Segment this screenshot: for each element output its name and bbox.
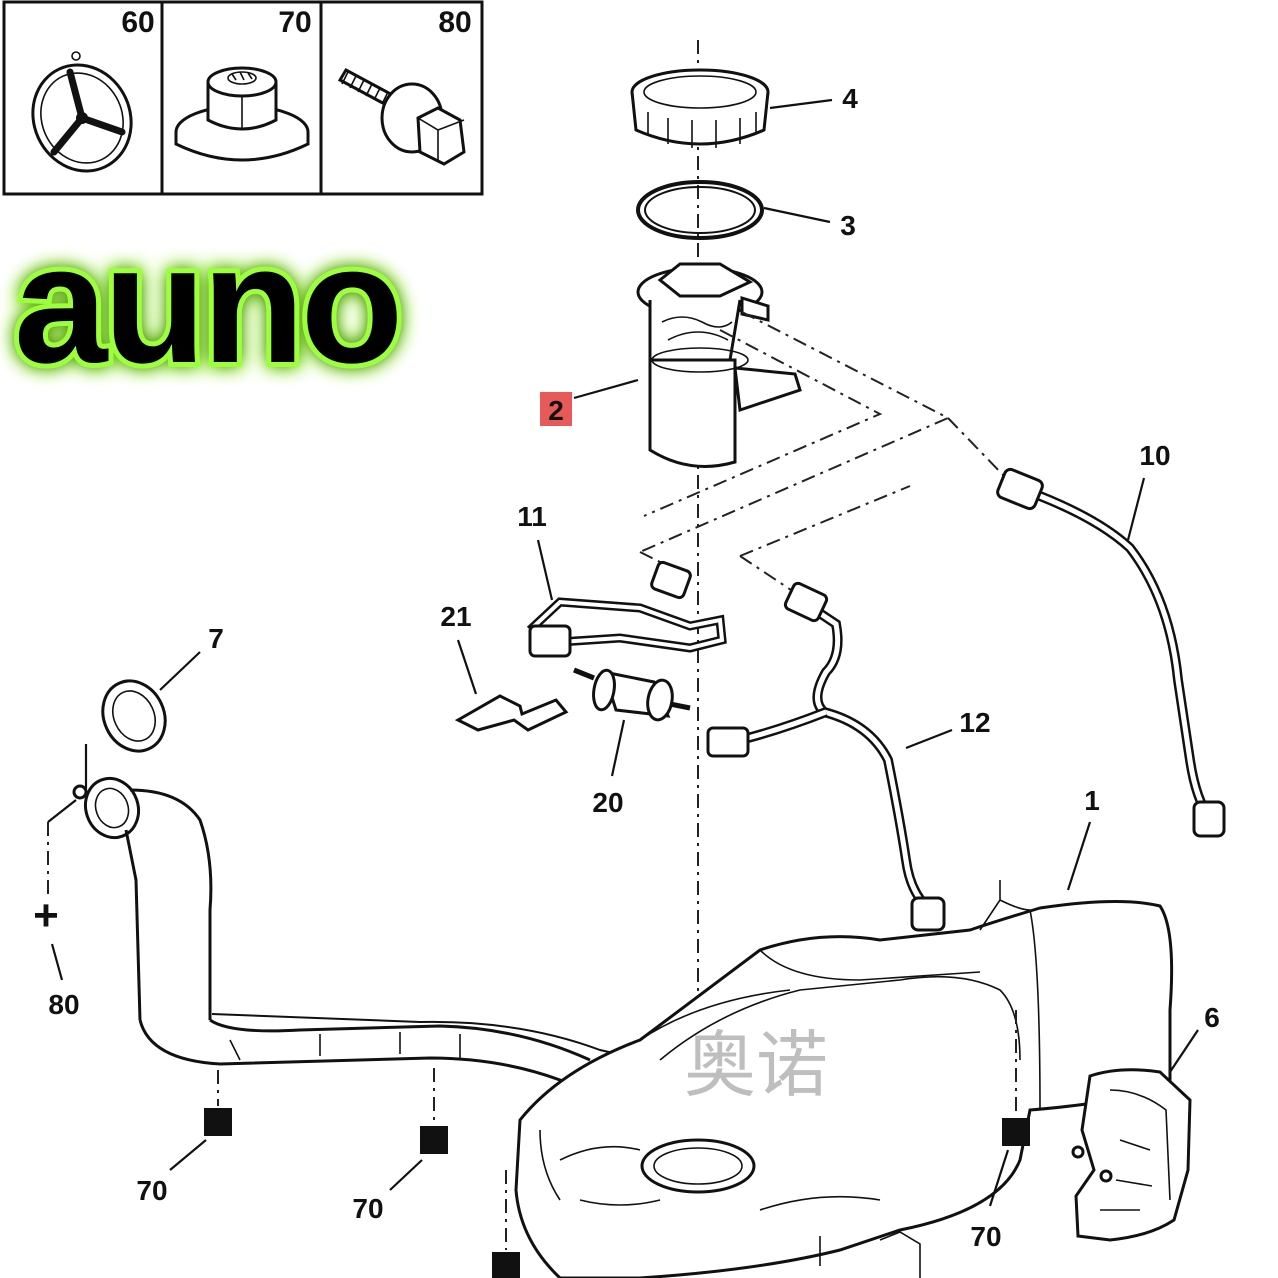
callout-21: 21 (440, 601, 471, 632)
legend-number-60: 60 (121, 6, 154, 39)
flange-nut-icon (174, 66, 310, 162)
callout-70-middle: 70 (352, 1193, 383, 1224)
callout-plus: + (33, 891, 59, 940)
callout-7: 7 (208, 623, 224, 654)
hose-12-part (706, 581, 946, 932)
seal-ring-part (636, 180, 764, 240)
callout-3: 3 (840, 210, 856, 241)
part-highlight-2 (540, 392, 572, 426)
heat-shield-6-part (1071, 1068, 1192, 1242)
watermark-text: 奥诺 (684, 1023, 828, 1107)
callout-1: 1 (1084, 785, 1100, 816)
hose-10-part (996, 467, 1226, 838)
fuel-line-11-part (526, 560, 727, 658)
callout-12: 12 (959, 707, 990, 738)
callout-70-left: 70 (136, 1175, 167, 1206)
bolt-icon (337, 68, 466, 166)
legend-number-70: 70 (278, 6, 311, 39)
callout-10: 10 (1139, 440, 1170, 471)
clip-fastener-icon (31, 51, 133, 173)
callout-6: 6 (1204, 1002, 1220, 1033)
legend-boxes: 60 70 80 (2, 0, 484, 196)
filler-seal-7-part (101, 679, 167, 753)
callout-20: 20 (592, 787, 623, 818)
fuel-pump-module-part (636, 262, 802, 468)
callout-11: 11 (517, 501, 547, 532)
lock-ring-part (630, 68, 770, 148)
callout-2: 2 (548, 395, 564, 426)
bracket-21-part (454, 694, 569, 732)
legend-number-80: 80 (438, 6, 471, 39)
fuel-filter-20-part (573, 667, 691, 722)
fuel-tank-1-part (514, 880, 1174, 1278)
callout-4: 4 (842, 83, 858, 114)
fastener-markers (169, 1010, 1030, 1278)
brand-logo-text: auno (14, 210, 399, 398)
callout-70-right: 70 (970, 1221, 1001, 1252)
callout-80: 80 (48, 989, 79, 1020)
